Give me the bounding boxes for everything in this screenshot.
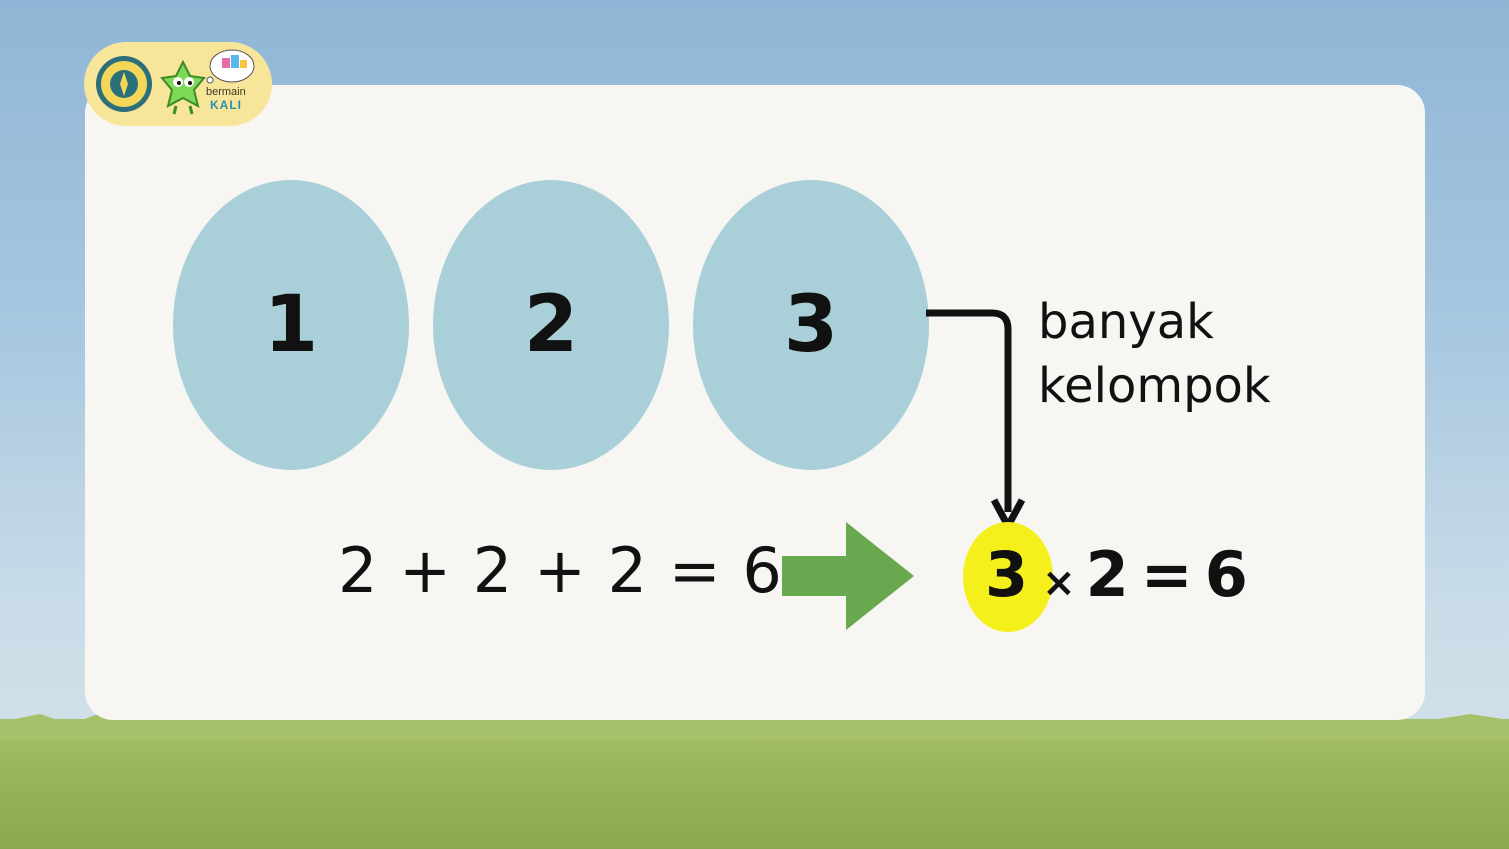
thought-cloud-icon xyxy=(206,49,255,84)
group-number: 3 xyxy=(783,280,839,370)
group-count-label: banyak kelompok xyxy=(1038,290,1271,418)
result: 6 xyxy=(1204,538,1248,611)
right-arrow-icon xyxy=(782,522,914,630)
multiplication-expression: 3 ×2=6 xyxy=(985,538,1248,611)
group-number: 1 xyxy=(263,280,319,370)
group-circle-2: 2 xyxy=(433,180,669,470)
factor-a: 3 xyxy=(985,538,1029,611)
factor-b: 2 xyxy=(1085,538,1129,611)
addition-expression: 2 + 2 + 2 = 6 xyxy=(338,534,783,607)
grass-background xyxy=(0,719,1509,849)
mascot-icon xyxy=(160,59,206,115)
logo-text-bermain: bermain xyxy=(206,86,246,98)
logo-text-kali: KALI xyxy=(210,98,242,112)
connector-arrow-icon xyxy=(926,309,1026,530)
times-sign: × xyxy=(1042,560,1076,606)
label-line-1: banyak xyxy=(1038,294,1214,350)
label-line-2: kelompok xyxy=(1038,358,1271,414)
logo-badge: bermain KALI xyxy=(84,42,272,126)
ministry-seal-icon xyxy=(96,56,152,112)
factor-highlight xyxy=(963,522,1053,632)
equals-sign: = xyxy=(1140,538,1193,611)
group-circle-1: 1 xyxy=(173,180,409,470)
group-number: 2 xyxy=(523,280,579,370)
group-circle-3: 3 xyxy=(693,180,929,470)
